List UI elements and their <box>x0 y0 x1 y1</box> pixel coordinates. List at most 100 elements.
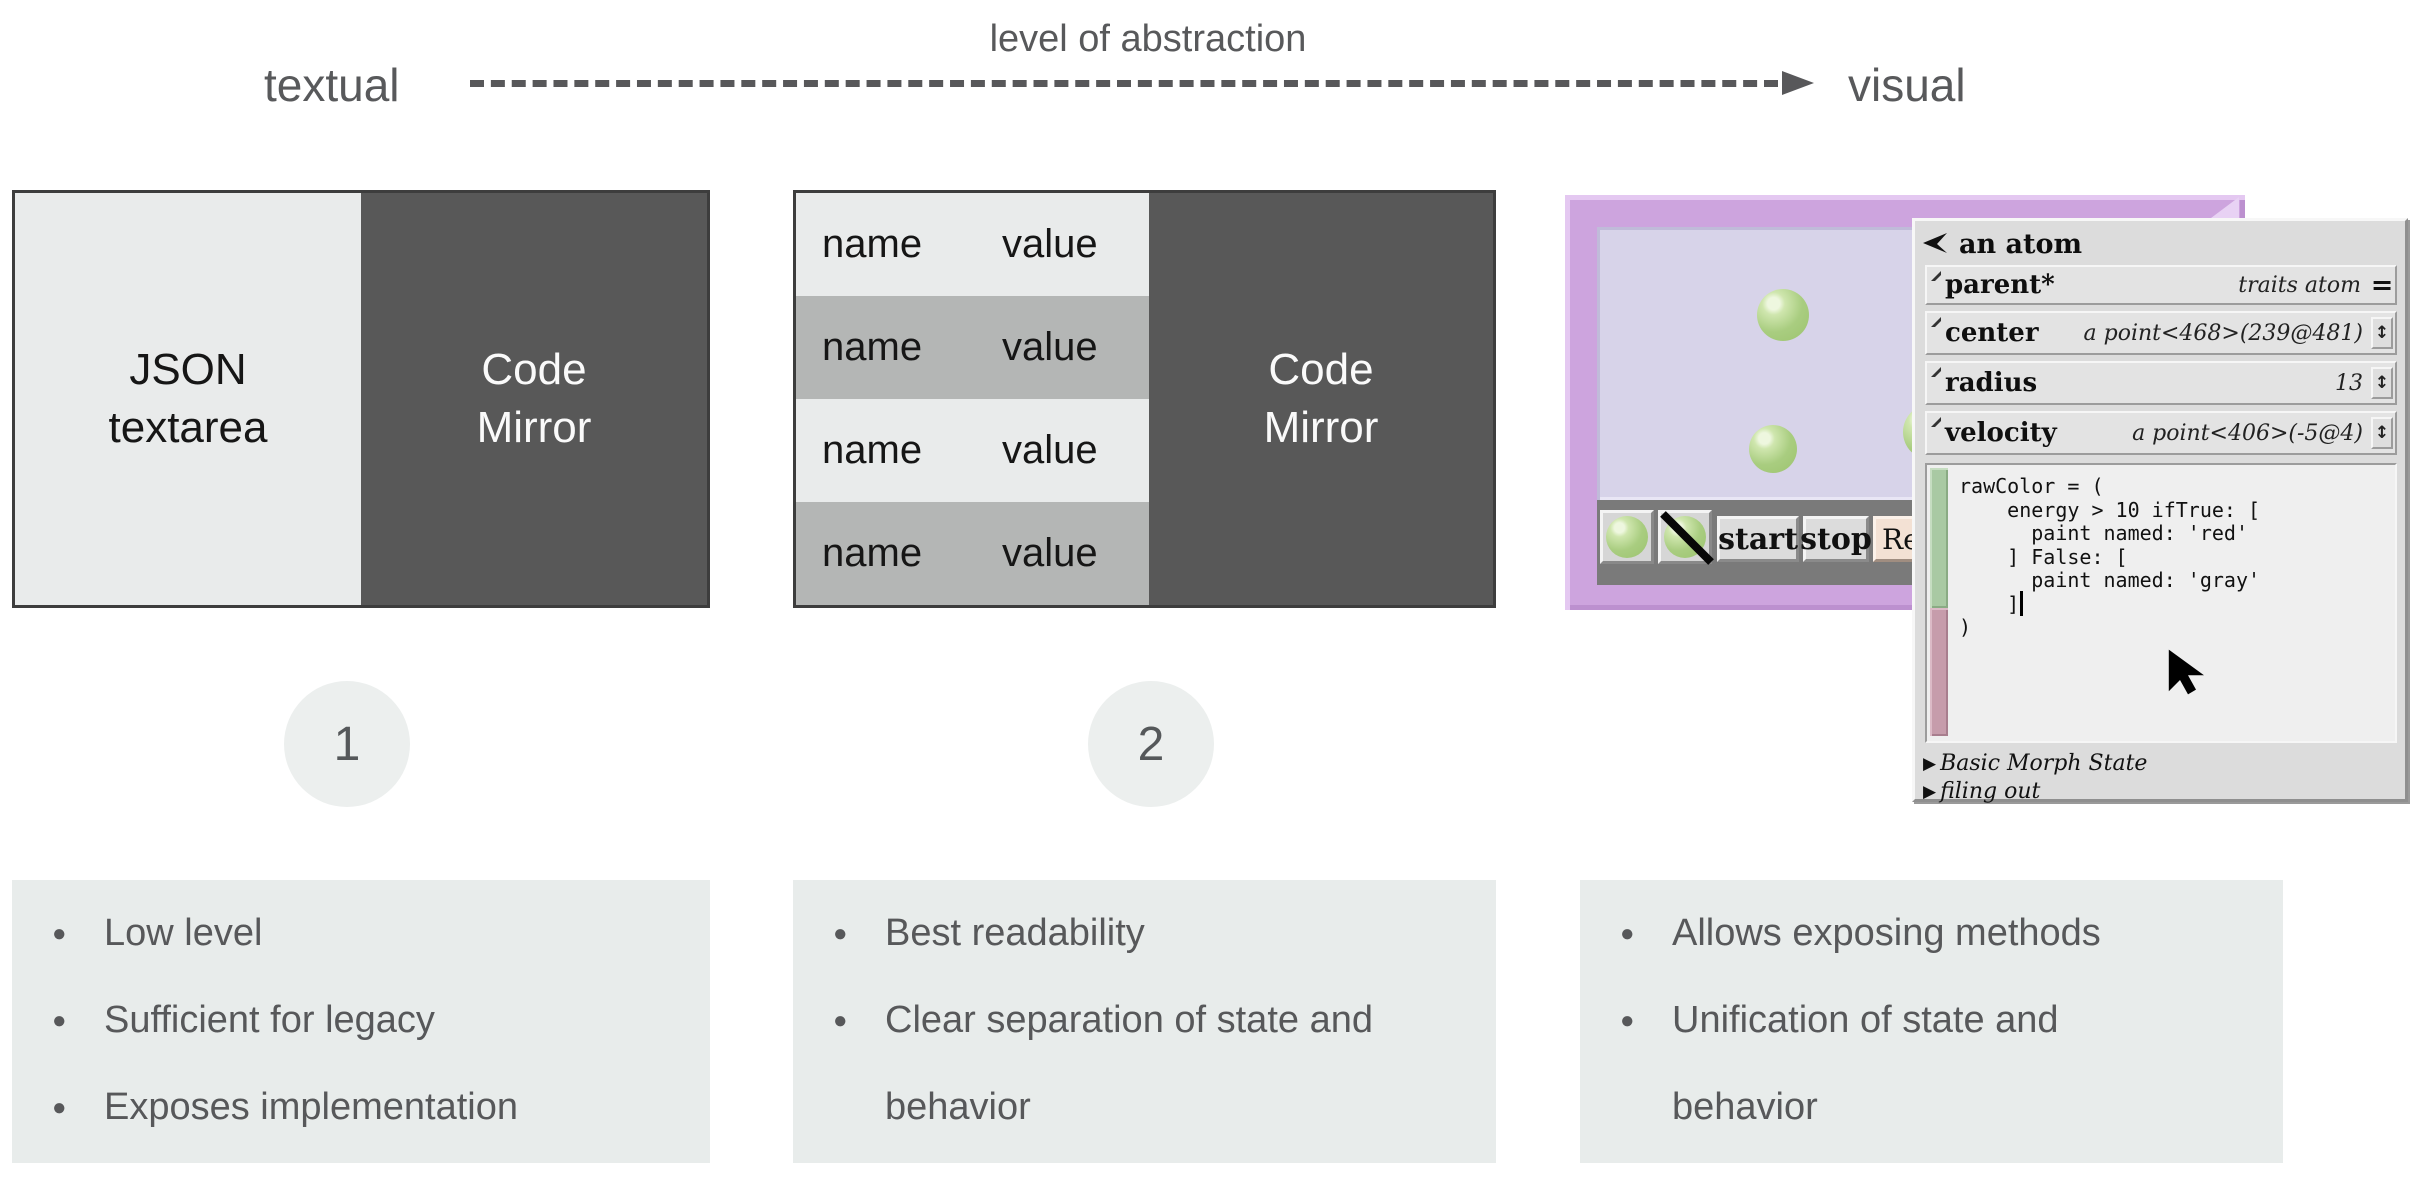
row-marker-icon <box>1931 271 1941 281</box>
row-marker-icon <box>1931 317 1941 327</box>
disclosure-triangle-icon[interactable]: ▶ <box>1923 753 1937 774</box>
category-basic-morph-state[interactable]: ▶ Basic Morph State <box>1923 751 2147 776</box>
bullet-icon: ● <box>833 920 848 947</box>
mouse-cursor-icon <box>2168 649 2204 695</box>
bullet-icon: ● <box>52 1094 67 1121</box>
stepper-button[interactable]: ↕ <box>2371 417 2393 449</box>
bullet-icon: ● <box>52 1007 67 1034</box>
attribute-row-center[interactable]: center a point<468>(239@481) ↕ <box>1925 311 2397 355</box>
row-value-cell: value <box>1002 325 1098 369</box>
codemirror-label-line1: Code <box>1268 345 1374 394</box>
atom-morph[interactable] <box>1749 425 1797 473</box>
table-row: name value <box>796 502 1149 605</box>
disclosure-triangle-icon[interactable]: ▶ <box>1923 781 1937 802</box>
list-item: ● Low level <box>52 890 710 977</box>
bullet-text: Exposes implementation <box>104 1086 518 1128</box>
list-item: ● Clear separation of state and behavior <box>833 977 1496 1151</box>
attribute-label: parent* <box>1945 270 2055 300</box>
code-text[interactable]: rawColor = ( energy > 10 ifTrue: [ paint… <box>1959 474 2261 640</box>
attribute-value: traits atom <box>2238 272 2361 298</box>
table-row: name value <box>796 193 1149 296</box>
row-marker-icon <box>1931 367 1941 377</box>
attribute-row-velocity[interactable]: velocity a point<406>(-5@4) ↕ <box>1925 411 2397 455</box>
table-row: name value <box>796 296 1149 399</box>
bullet-list-approach2: ● Best readability ● Clear separation of… <box>793 880 1496 1163</box>
attribute-value: 13 <box>2335 370 2363 396</box>
atom-morph[interactable] <box>1757 289 1809 341</box>
bullet-icon: ● <box>1620 920 1635 947</box>
codemirror-label-line2: Mirror <box>1263 403 1379 452</box>
codemirror-label-line1: Code <box>481 345 587 394</box>
equals-button[interactable]: = <box>2370 269 2394 301</box>
row-name-cell: name <box>822 222 923 266</box>
attribute-value: a point<406>(-5@4) <box>2132 420 2363 446</box>
attribute-label: center <box>1945 318 2039 348</box>
list-item: ● Allows exposing methods <box>1620 890 2283 977</box>
row-name-cell: name <box>822 325 923 369</box>
json-textarea-label-line2: textarea <box>108 403 268 452</box>
codemirror-pane-2: Code Mirror <box>1149 193 1493 605</box>
list-item: ● Sufficient for legacy <box>52 977 710 1064</box>
stepper-button[interactable]: ↕ <box>2371 367 2393 399</box>
bullet-text: Clear separation of state and behavior <box>885 999 1373 1128</box>
json-textarea-label-line1: JSON <box>129 345 247 394</box>
list-item: ● Best readability <box>833 890 1496 977</box>
bullet-icon: ● <box>52 920 67 947</box>
outliner-collapse-icon[interactable] <box>1923 233 1949 255</box>
row-name-cell: name <box>822 428 923 472</box>
bullet-list-approach1: ● Low level ● Sufficient for legacy ● Ex… <box>12 880 710 1163</box>
attribute-row-parent[interactable]: parent* traits atom = <box>1925 265 2397 305</box>
axis-right-label: visual <box>1848 59 1966 111</box>
text-caret <box>2020 591 2023 616</box>
json-textarea-codemirror-box: JSON textarea Code Mirror <box>12 190 710 608</box>
category-filing-out[interactable]: ▶ filing out <box>1923 779 2040 804</box>
code-line: ) <box>1959 615 1972 639</box>
start-button[interactable]: start <box>1717 516 1799 562</box>
bullet-list-approach3: ● Allows exposing methods ● Unification … <box>1580 880 2283 1163</box>
stepper-button[interactable]: ↕ <box>2371 317 2393 349</box>
code-scope-bar-pink <box>1930 608 1948 736</box>
bullet-icon: ● <box>833 1007 848 1034</box>
category-label: filing out <box>1940 779 2041 804</box>
bullet-text: Sufficient for legacy <box>104 999 435 1041</box>
attribute-label: velocity <box>1945 418 2057 448</box>
list-item: ● Exposes implementation <box>52 1064 710 1151</box>
name-value-table: name value name value name value name va… <box>796 193 1149 605</box>
add-atom-button[interactable] <box>1600 510 1654 564</box>
stop-button[interactable]: stop <box>1800 516 1872 562</box>
atom-outliner-panel: an atom parent* traits atom = center a p… <box>1912 218 2408 804</box>
axis-left-label: textual <box>264 59 400 111</box>
code-line: ] False: [ <box>1959 544 2128 569</box>
code-line: energy > 10 ifTrue: [ <box>1959 497 2261 522</box>
code-line: paint named: 'red' <box>1959 521 2248 545</box>
attribute-label: radius <box>1945 368 2038 398</box>
bullet-text: Best readability <box>885 912 1145 954</box>
codemirror-pane-1: Code Mirror <box>361 193 707 605</box>
abstraction-axis-dashed-line <box>470 80 1778 87</box>
name-value-codemirror-box: name value name value name value name va… <box>793 190 1496 608</box>
table-row: name value <box>796 399 1149 502</box>
row-value-cell: value <box>1002 531 1098 575</box>
attribute-row-radius[interactable]: radius 13 ↕ <box>1925 361 2397 405</box>
arrow-head-icon <box>1782 71 1814 95</box>
method-code-editor[interactable]: rawColor = ( energy > 10 ifTrue: [ paint… <box>1925 463 2397 743</box>
code-line: paint named: 'gray' <box>1959 568 2261 592</box>
bullet-icon: ● <box>1620 1007 1635 1034</box>
axis-caption: level of abstraction <box>989 18 1307 60</box>
step-number-2: 2 <box>1088 681 1214 807</box>
list-item: ● Unification of state and behavior <box>1620 977 2283 1151</box>
attribute-value: a point<468>(239@481) <box>2083 320 2364 346</box>
code-line: rawColor = ( <box>1959 474 2104 498</box>
step-number-text: 1 <box>333 717 361 771</box>
outliner-title-row[interactable]: an atom <box>1923 227 2082 261</box>
row-marker-icon <box>1931 417 1941 427</box>
remove-atom-button[interactable] <box>1658 510 1714 565</box>
bullet-text: Allows exposing methods <box>1672 912 2101 954</box>
code-line: ] <box>1959 591 2020 616</box>
bullet-text: Low level <box>104 912 263 954</box>
category-label: Basic Morph State <box>1940 751 2148 776</box>
code-scope-bar-green <box>1930 468 1948 608</box>
row-name-cell: name <box>822 531 923 575</box>
outliner-title: an atom <box>1959 228 2083 260</box>
row-value-cell: value <box>1002 428 1098 472</box>
